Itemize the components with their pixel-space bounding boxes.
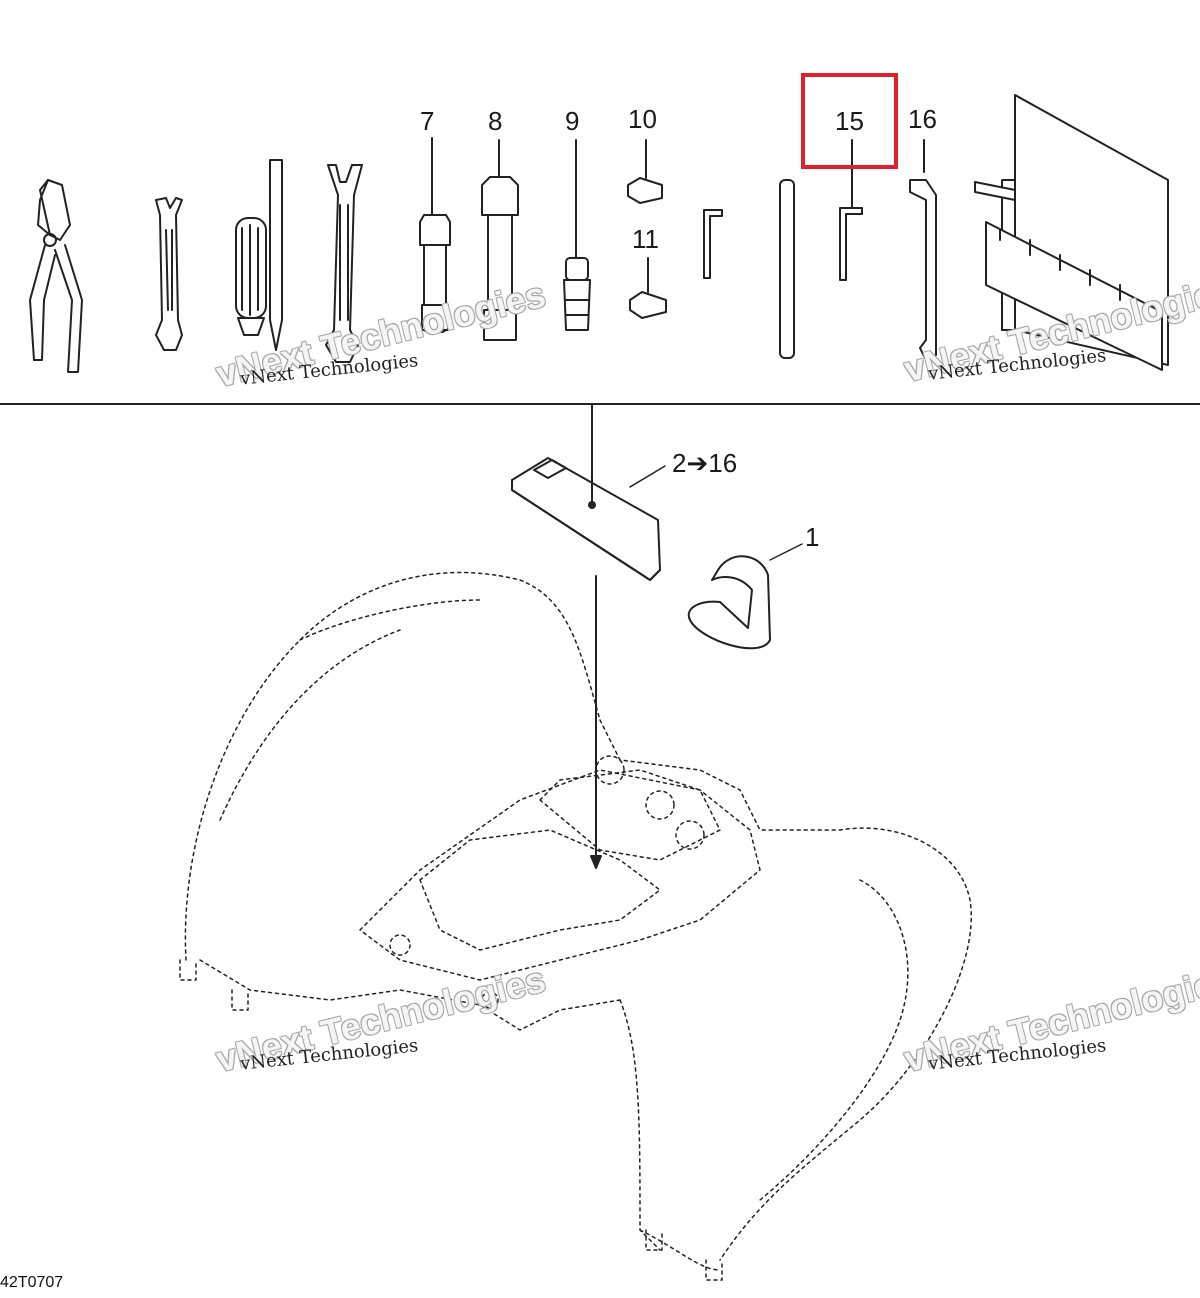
hex-key-tool (703, 209, 723, 279)
callout-8: 8 (488, 106, 503, 136)
l-wrench-16 (909, 139, 937, 361)
small-wrench-tool (155, 197, 183, 351)
callout-15: 15 (835, 106, 864, 136)
rod-tool (779, 179, 795, 359)
combination-wrench-tool (325, 164, 363, 363)
screwdriver-tool (235, 159, 283, 351)
figure-code: 42T0707 (0, 1274, 64, 1291)
callout-7: 7 (420, 106, 435, 136)
box-spanner-8 (481, 139, 519, 341)
callout-16: 16 (908, 104, 937, 134)
highlight-box-15 (801, 73, 898, 169)
callout-10: 10 (628, 104, 657, 134)
fuse-10 (627, 139, 663, 204)
pliers-tool (29, 179, 83, 373)
tool-kit-case (511, 403, 666, 581)
rear-fender-outline (179, 571, 972, 1281)
box-spanner-7 (419, 137, 451, 333)
callout-tool-kit: 2➔16 (672, 448, 738, 478)
callout-9: 9 (565, 106, 580, 136)
callout-1: 1 (805, 522, 820, 552)
tool-pouch (974, 94, 1169, 371)
installation-arrow (590, 575, 602, 869)
retaining-strap-1 (687, 543, 803, 650)
hex-key-15 (839, 139, 863, 281)
spark-plug-socket-9 (563, 139, 591, 331)
fuse-11 (629, 257, 667, 319)
callout-11: 11 (632, 224, 659, 254)
